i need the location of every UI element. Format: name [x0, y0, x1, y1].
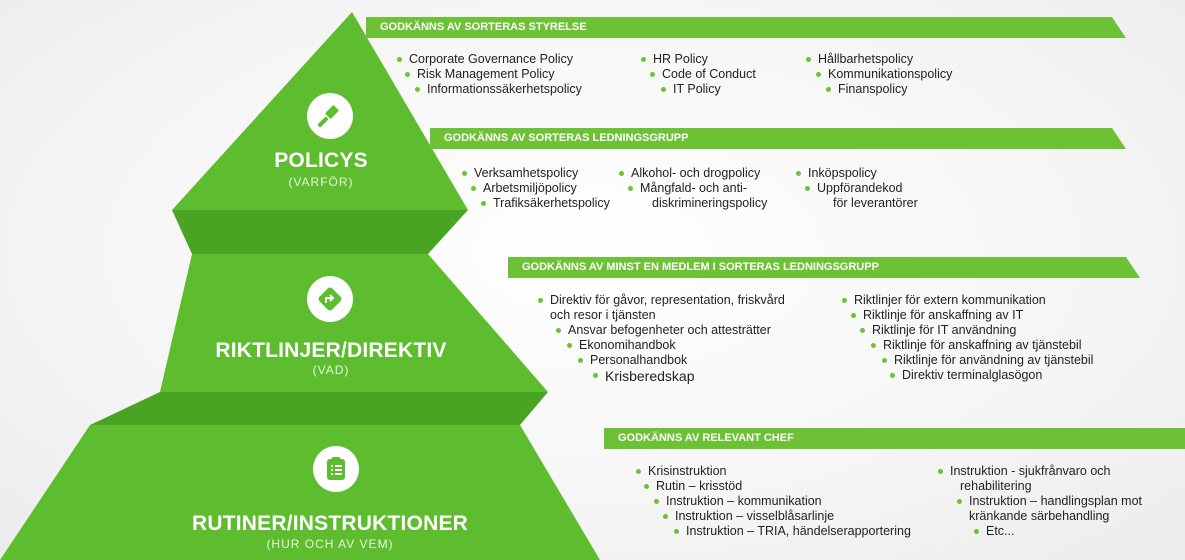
gavel-icon — [307, 93, 353, 139]
tier-title-riktlinjer: RIKTLINJER/DIREKTIV — [215, 339, 447, 362]
list-item: Riktlinje för användning av tjänstebil — [882, 353, 1093, 368]
list-item: IT Policy — [661, 82, 756, 97]
list-item-continuation: diskrimineringspolicy — [652, 196, 768, 210]
pyramid-band-lower — [90, 392, 548, 425]
list-item: Direktiv för gåvor, representation, fris… — [538, 293, 785, 308]
tier-subtitle-rutiner: (HUR OCH AV VEM) — [266, 537, 394, 551]
list-item: Verksamhetspolicy — [462, 166, 610, 181]
list-item: Riktlinje för IT användning — [860, 323, 1093, 338]
list-item: Corporate Governance Policy — [397, 52, 582, 67]
section-header-board: GODKÄNNS AV SORTERAS STYRELSE — [366, 17, 1126, 38]
list-item: Code of Conduct — [650, 67, 756, 82]
tier-title-policys: POLICYS — [274, 149, 368, 172]
section-header-management: GODKÄNNS AV SORTERAS LEDNINGSGRUPP — [430, 128, 1126, 149]
list-item: HR Policy — [641, 52, 756, 67]
manager-col-1: Krisinstruktion Rutin – krisstöd Instruk… — [636, 464, 911, 539]
section-header-member: GODKÄNNS AV MINST EN MEDLEM I SORTERAS L… — [508, 257, 1140, 278]
list-item: Etc... — [974, 524, 1142, 539]
list-item: Riktlinje för anskaffning av IT — [851, 308, 1093, 323]
tier-title-rutiner: RUTINER/INSTRUKTIONER — [191, 512, 469, 535]
list-item: Arbetsmiljöpolicy — [471, 181, 610, 196]
list-item: Instruktion – handlingsplan mot — [957, 494, 1142, 509]
list-item: Personalhandbok — [578, 353, 785, 368]
list-item-continuation: och resor i tjänsten — [550, 308, 656, 322]
management-col-1: Verksamhetspolicy Arbetsmiljöpolicy Traf… — [462, 166, 610, 211]
section-header-manager: GODKÄNNS AV RELEVANT CHEF — [604, 428, 1185, 449]
management-col-3: Inköpspolicy Uppförandekod för leverantö… — [796, 166, 918, 211]
manager-col-2: Instruktion - sjukfrånvaro och rehabilit… — [938, 464, 1142, 539]
list-item: Ansvar befogenheter och attesträtter — [556, 323, 785, 338]
pyramid-tier-riktlinjer — [160, 254, 548, 392]
board-col-3: Hållbarhetspolicy Kommunikationspolicy F… — [806, 52, 952, 97]
list-item-continuation: rehabilitering — [960, 479, 1032, 493]
list-item: Finanspolicy — [826, 82, 952, 97]
list-item: Krisberedskap — [593, 368, 785, 385]
member-col-1: Direktiv för gåvor, representation, fris… — [538, 293, 785, 385]
list-item: Uppförandekod — [805, 181, 918, 196]
management-col-2: Alkohol- och drogpolicy Mångfald- och an… — [619, 166, 768, 211]
tier-subtitle-riktlinjer: (VAD) — [312, 363, 350, 377]
tier-subtitle-policys: (VARFÖR) — [288, 175, 354, 189]
list-item: Kommunikationspolicy — [816, 67, 952, 82]
list-item: Instruktion – TRIA, händelserapportering — [674, 524, 911, 539]
list-item: Instruktion - sjukfrånvaro och — [938, 464, 1142, 479]
list-item: Ekonomihandbok — [567, 338, 785, 353]
list-item: Trafiksäkerhetspolicy — [481, 196, 610, 211]
list-item: Mångfald- och anti- — [628, 181, 767, 196]
list-item: Alkohol- och drogpolicy — [619, 166, 767, 181]
direction-sign-icon — [307, 276, 353, 322]
list-item: Hållbarhetspolicy — [806, 52, 952, 67]
clipboard-list-icon — [313, 446, 359, 492]
member-col-2: Riktlinjer för extern kommunikation Rikt… — [842, 293, 1093, 383]
list-item: Rutin – krisstöd — [644, 479, 911, 494]
list-item: Direktiv terminalglasögon — [890, 368, 1093, 383]
list-item: Instruktion – visselblåsarlinje — [663, 509, 911, 524]
pyramid-tier-rutiner — [0, 425, 600, 560]
list-item: Inköpspolicy — [796, 166, 918, 181]
list-item: Instruktion – kommunikation — [654, 494, 911, 509]
list-item: Riktlinje för anskaffning av tjänstebil — [871, 338, 1093, 353]
pyramid-band-upper — [172, 210, 468, 254]
list-item-continuation: kränkande särbehandling — [969, 509, 1110, 523]
board-col-1: Corporate Governance Policy Risk Managem… — [397, 52, 582, 97]
list-item: Riktlinjer för extern kommunikation — [842, 293, 1093, 308]
list-item-continuation: för leverantörer — [833, 196, 918, 210]
list-item: Krisinstruktion — [636, 464, 911, 479]
list-item: Risk Management Policy — [405, 67, 582, 82]
list-item: Informationssäkerhetspolicy — [415, 82, 582, 97]
board-col-2: HR Policy Code of Conduct IT Policy — [641, 52, 756, 97]
